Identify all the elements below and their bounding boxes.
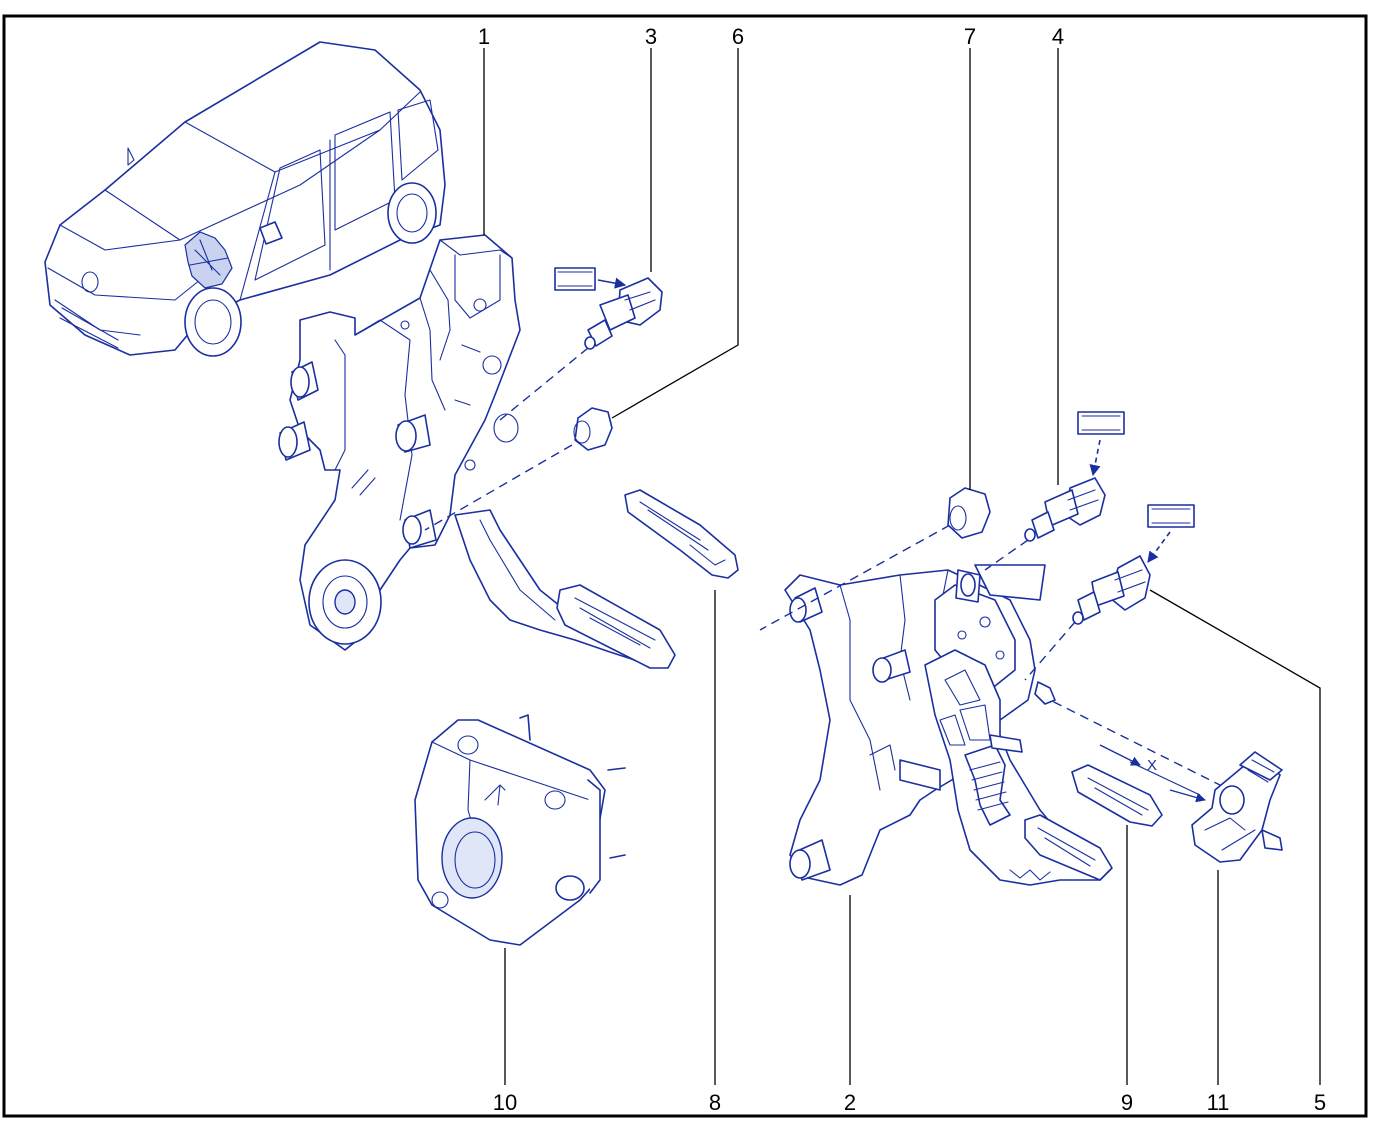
clutch-switch-sensor [554, 267, 663, 350]
callout-8: 8 [709, 1090, 721, 1115]
pedal-pad-8 [624, 489, 739, 579]
vehicle-location-illustration [44, 41, 446, 357]
dimension-x: X [1099, 744, 1206, 803]
pushrod-end [1034, 681, 1056, 705]
sensor-5-mount-axis [1024, 621, 1076, 681]
callout-10: 10 [493, 1090, 517, 1115]
callout-6: 6 [732, 24, 744, 49]
nut-6-mount-axis [424, 444, 573, 531]
callout-2: 2 [844, 1090, 856, 1115]
sensor-4-mount-axis [984, 539, 1029, 571]
callout-7: 7 [964, 24, 976, 49]
sensor-3-mount-axis [499, 347, 589, 421]
dimension-x-label: X [1147, 757, 1157, 774]
brake-switch-sensor-4 [1024, 411, 1125, 542]
callout-1: 1 [478, 24, 490, 49]
sensor-11-mount-axis [1039, 694, 1231, 791]
callout-9: 9 [1121, 1090, 1133, 1115]
brake-pedal-assembly [784, 564, 1113, 886]
mounting-nut-6 [573, 407, 613, 451]
pedal-position-sensor-11 [1191, 751, 1283, 863]
callout-4: 4 [1052, 24, 1064, 49]
callout-3: 3 [645, 24, 657, 49]
mounting-nut-7 [947, 487, 991, 539]
callout-5: 5 [1314, 1090, 1326, 1115]
diagram-border [2, 14, 1368, 1118]
nut-7-mount-axis [759, 524, 951, 631]
callout-leaders [483, 48, 1321, 1085]
pedal-pad-9 [1071, 764, 1163, 827]
master-cylinder-housing [414, 714, 626, 946]
brake-switch-sensor-5 [1072, 504, 1195, 625]
clutch-pedal-assembly [278, 234, 676, 669]
callout-11: 11 [1207, 1090, 1230, 1115]
